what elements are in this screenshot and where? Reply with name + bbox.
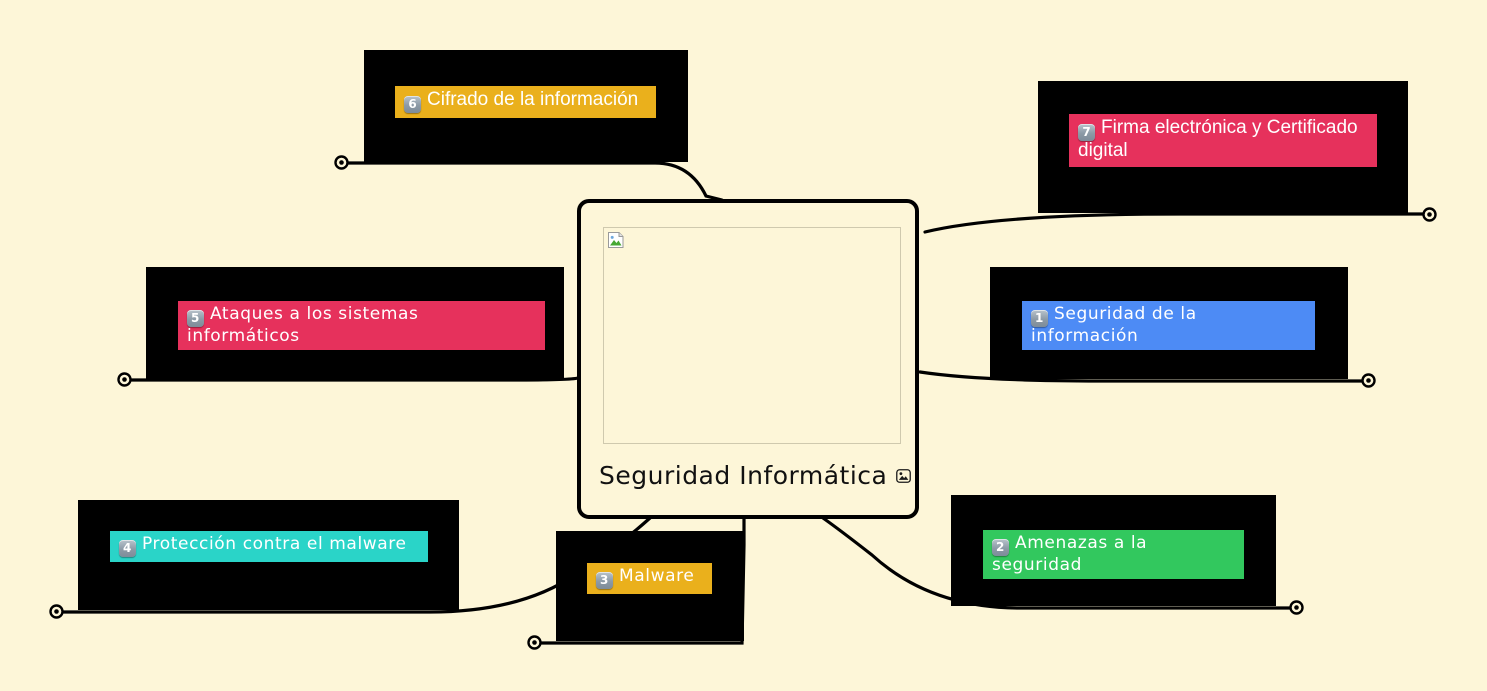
branch-label-4[interactable]: 4 Protección contra el malware [110, 531, 428, 562]
branch-number-badge-2: 2 [992, 539, 1009, 556]
branch-node-4[interactable]: 4 Protección contra el malware [78, 500, 459, 610]
branch-text-4: Protección contra el malware [142, 534, 407, 554]
endpoint-dot-branch-4[interactable] [49, 604, 64, 619]
branch-node-6[interactable]: 6 Cifrado de la información [364, 50, 688, 162]
branch-node-3[interactable]: 3 Malware [556, 531, 744, 641]
endpoint-dot-branch-1[interactable] [1361, 373, 1376, 388]
branch-text-3: Malware [619, 566, 695, 586]
endpoint-dot-branch-5[interactable] [117, 372, 132, 387]
central-image-placeholder [603, 227, 901, 444]
branch-text-2: Amenazas a la seguridad [992, 533, 1148, 575]
endpoint-dot-branch-2[interactable] [1289, 600, 1304, 615]
branch-number-badge-1: 1 [1031, 310, 1048, 327]
branch-number-badge-6: 6 [404, 96, 421, 113]
connector-to-branch-6 [340, 161, 724, 202]
branch-number-badge-3: 3 [596, 572, 613, 589]
central-caption: Seguridad Informática [599, 461, 912, 490]
broken-image-icon [608, 232, 624, 248]
image-icon[interactable] [896, 468, 912, 483]
branch-label-6[interactable]: 6 Cifrado de la información [395, 86, 656, 118]
endpoint-dot-branch-6[interactable] [334, 155, 349, 170]
branch-number-badge-4: 4 [119, 540, 136, 557]
page-title: Seguridad Informática [599, 461, 888, 490]
branch-number-badge-5: 5 [187, 310, 204, 327]
branch-text-1: Seguridad de la información [1031, 304, 1197, 346]
central-node[interactable]: Seguridad Informática [577, 199, 919, 519]
branch-text-5: Ataques a los sistemas informáticos [187, 304, 419, 346]
connector-to-branch-7 [923, 212, 1432, 234]
branch-text-6: Cifrado de la información [427, 89, 639, 110]
branch-text-7: Firma electrónica y Certificado digital [1078, 117, 1358, 161]
branch-number-badge-7: 7 [1078, 124, 1095, 141]
endpoint-dot-branch-3[interactable] [527, 635, 542, 650]
endpoint-dot-branch-7[interactable] [1422, 207, 1437, 222]
branch-label-3[interactable]: 3 Malware [587, 563, 712, 594]
